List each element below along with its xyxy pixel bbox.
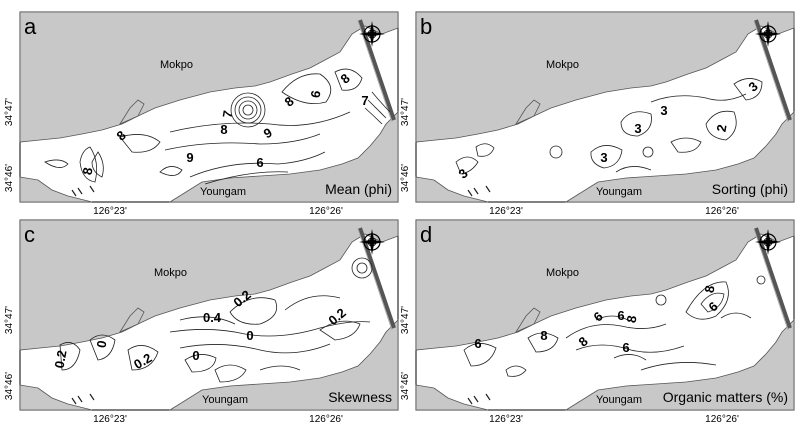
variable-label: Organic matters (%) (663, 389, 788, 405)
contour-label: 0.4 (203, 310, 222, 325)
contour-label: 6 (622, 340, 629, 355)
contour-label: 7 (361, 93, 368, 108)
contour-label: 8 (540, 328, 547, 343)
lat-tick-2: 34°46' (400, 372, 411, 400)
lon-tick-1: 126°23' (93, 414, 127, 425)
contour-label: 6 (474, 336, 481, 351)
contour-label: 8 (624, 314, 640, 324)
panel-letter: d (420, 222, 432, 247)
place-mokpo: Mokpo (160, 59, 193, 71)
lon-tick-2: 126°26' (705, 206, 739, 217)
lat-tick-1: 34°47' (4, 98, 15, 126)
lon-tick-2: 126°26' (309, 206, 343, 217)
contour-label: 3 (600, 150, 607, 165)
contour-label: 0 (246, 328, 253, 343)
place-youngam: Youngam (596, 394, 642, 406)
place-mokpo: Mokpo (154, 267, 187, 279)
lon-tick-1: 126°23' (489, 206, 523, 217)
place-youngam: Youngam (200, 186, 246, 198)
contour-label: 2 (714, 123, 730, 133)
lat-tick-2: 34°46' (4, 372, 15, 400)
contour-label: 0 (192, 348, 199, 363)
contour-label: 0.2 (52, 349, 70, 369)
variable-label: Mean (phi) (325, 181, 392, 197)
panel-letter: a (24, 14, 37, 39)
contour-label: 8 (220, 122, 227, 137)
panel-letter: c (24, 222, 35, 247)
contour-label: 8 (80, 166, 96, 176)
lon-tick-1: 126°23' (489, 414, 523, 425)
variable-label: Skewness (328, 389, 392, 405)
place-mokpo: Mokpo (546, 59, 579, 71)
lat-tick-1: 34°47' (400, 98, 411, 126)
contour-label: 6 (308, 89, 324, 99)
contour-label: 0 (94, 339, 110, 349)
contour-label: 8 (702, 284, 718, 294)
lat-tick-2: 34°46' (4, 164, 15, 192)
lat-tick-1: 34°47' (400, 306, 411, 334)
panel-letter: b (420, 14, 432, 39)
lon-tick-1: 126°23' (93, 206, 127, 217)
contour-label: 6 (617, 308, 624, 323)
contour-label: 6 (256, 155, 263, 170)
lon-tick-2: 126°26' (705, 414, 739, 425)
contour-label: 7 (220, 109, 236, 119)
place-youngam: Youngam (202, 394, 248, 406)
lat-tick-1: 34°47' (4, 306, 15, 334)
contour-label: 9 (186, 150, 193, 165)
variable-label: Sorting (phi) (712, 181, 788, 197)
contour-label: 3 (634, 121, 641, 136)
contour-label: 3 (660, 103, 667, 118)
lon-tick-2: 126°26' (309, 414, 343, 425)
place-mokpo: Mokpo (546, 267, 579, 279)
lat-tick-2: 34°46' (400, 164, 411, 192)
place-youngam: Youngam (596, 186, 642, 198)
